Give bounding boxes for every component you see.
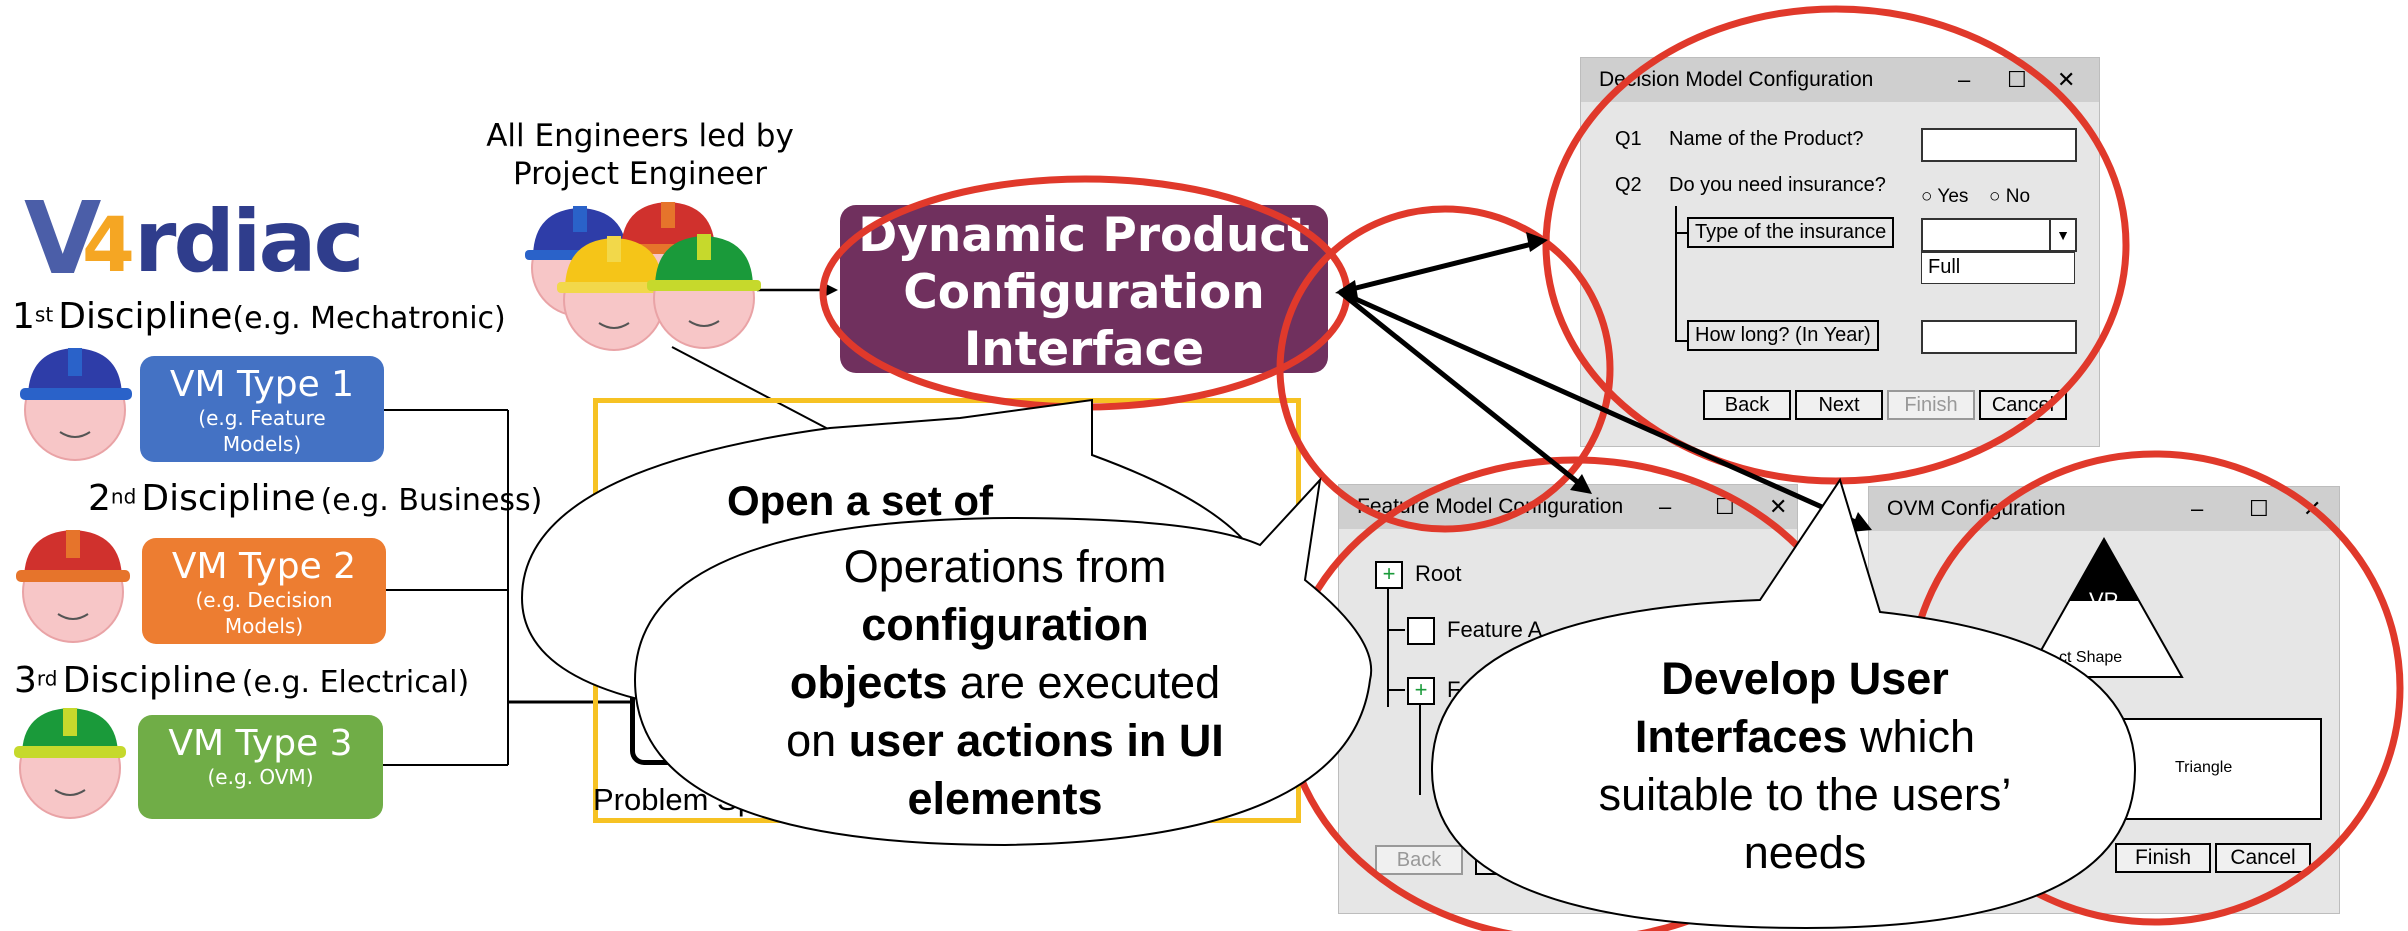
vm-type-2-box: VM Type 2 (e.g. Decision Models): [142, 538, 386, 644]
next-button[interactable]: Next: [1795, 390, 1883, 420]
svg-text:V: V: [24, 185, 101, 285]
finish-button[interactable]: Finish: [2115, 843, 2211, 873]
q2-label: Do you need insurance?: [1669, 174, 1886, 196]
close-icon[interactable]: ✕: [2057, 67, 2076, 92]
q1-id: Q1: [1615, 128, 1642, 150]
decision-window-titlebar: Decision Model Configuration – ☐ ✕: [1581, 58, 2099, 102]
highlight-ring-decision: [1542, 5, 2130, 485]
vp-label: VP: [2089, 588, 2119, 613]
tree-connector: [1387, 629, 1405, 631]
finish-button[interactable]: Finish: [1887, 390, 1975, 420]
tree-connector: [1675, 206, 1691, 342]
yes-radio[interactable]: ○ Yes: [1921, 186, 1969, 207]
engineers-label: All Engineers led by Project Engineer: [486, 118, 794, 192]
engineer-avatar-3: [14, 708, 126, 819]
vm-type-2-title: VM Type 2: [171, 546, 357, 587]
tree-connector: [1675, 232, 1689, 234]
bubble-operations-text: Operations from configuration objects ar…: [786, 541, 1224, 824]
product-name-input[interactable]: [1921, 128, 2077, 162]
speech-bubble-operations: [633, 476, 1373, 847]
triangle-label: Triangle: [2175, 759, 2233, 776]
ovm-diagram: [2024, 536, 2322, 820]
minimize-icon[interactable]: –: [1958, 67, 1971, 92]
engineer-avatar-1: [20, 348, 132, 461]
speech-bubble-develop: [1430, 477, 2137, 930]
dropdown-option-full[interactable]: Full: [1921, 252, 2075, 284]
vm-type-1-box: VM Type 1 (e.g. Feature Models): [140, 356, 384, 462]
howlong-label: How long? (In Year): [1687, 320, 1879, 351]
q2-id: Q2: [1615, 174, 1642, 196]
feature-window-title: Feature Model Configuration: [1357, 495, 1624, 518]
bubble-develop-text: Develop User Interfaces which suitable t…: [1598, 653, 2012, 878]
no-radio[interactable]: ○ No: [1989, 186, 2031, 207]
tree-connector: [1387, 689, 1405, 691]
tree-connector: [1419, 705, 1441, 795]
svg-text:4: 4: [82, 200, 135, 285]
checkbox-feature-a[interactable]: [1407, 617, 1435, 645]
maximize-icon[interactable]: ☐: [2007, 67, 2027, 92]
bubble-open-text: Open a set of: [726, 477, 994, 524]
decision-model-window: Decision Model Configuration – ☐ ✕ Q1 Na…: [1580, 57, 2100, 447]
chevron-down-icon[interactable]: ▼: [2049, 220, 2075, 250]
svg-text:rdiac: rdiac: [134, 192, 361, 285]
minimize-icon[interactable]: –: [2191, 496, 2204, 521]
vm-type-3-example: (e.g. OVM): [207, 765, 314, 789]
tree-connector: [1387, 587, 1409, 707]
minimize-icon[interactable]: –: [1659, 494, 1672, 519]
feature-a-label: Feature A: [1447, 617, 1543, 642]
discipline-3-label: 3rd Discipline (e.g. Electrical): [14, 660, 470, 701]
highlight-ring-dpci: [819, 175, 1351, 411]
insurance-type-dropdown[interactable]: ▼: [1921, 218, 2077, 252]
v4rdiac-logo: V 4 rdiac rdiac: [24, 185, 394, 285]
vm-type-3-title: VM Type 3: [168, 723, 353, 764]
highlight-ring-center: [1276, 205, 1614, 533]
close-icon[interactable]: ✕: [1769, 494, 1788, 519]
q1-label: Name of the Product?: [1669, 128, 1864, 150]
maximize-icon[interactable]: ☐: [2249, 496, 2269, 521]
dynamic-product-configuration-interface: Dynamic Product Configuration Interface: [840, 205, 1328, 377]
insurance-type-label: Type of the insurance: [1687, 217, 1895, 248]
howlong-input[interactable]: [1921, 320, 2077, 354]
vm-type-3-box: VM Type 3 (e.g. OVM): [138, 715, 383, 819]
back-button[interactable]: Back: [1375, 845, 1463, 875]
discipline-1-label: 1st Discipline(e.g. Mechatronic): [12, 296, 506, 337]
ovm-window-title: OVM Configuration: [1887, 497, 2066, 520]
engineer-group-avatars: [525, 202, 761, 351]
discipline-2-label: 2nd Discipline (e.g. Business): [88, 478, 543, 519]
engineer-avatar-2: [16, 530, 130, 643]
vm-type-2-example: (e.g. Decision Models): [195, 588, 333, 638]
back-button[interactable]: Back: [1703, 390, 1791, 420]
ovm-window-titlebar: OVM Configuration – ☐ ✕: [1869, 487, 2339, 531]
shape-label: ct Shape: [2059, 649, 2123, 666]
cancel-button[interactable]: Cancel: [2215, 843, 2311, 873]
vm-type-1-example: (e.g. Feature Models): [198, 406, 326, 456]
expand-icon[interactable]: +: [1375, 561, 1403, 589]
tree-root-label: Root: [1415, 561, 1462, 586]
decision-window-title: Decision Model Configuration: [1599, 68, 1874, 91]
vm-type-1-title: VM Type 1: [169, 364, 355, 405]
expand-icon[interactable]: +: [1407, 677, 1435, 705]
